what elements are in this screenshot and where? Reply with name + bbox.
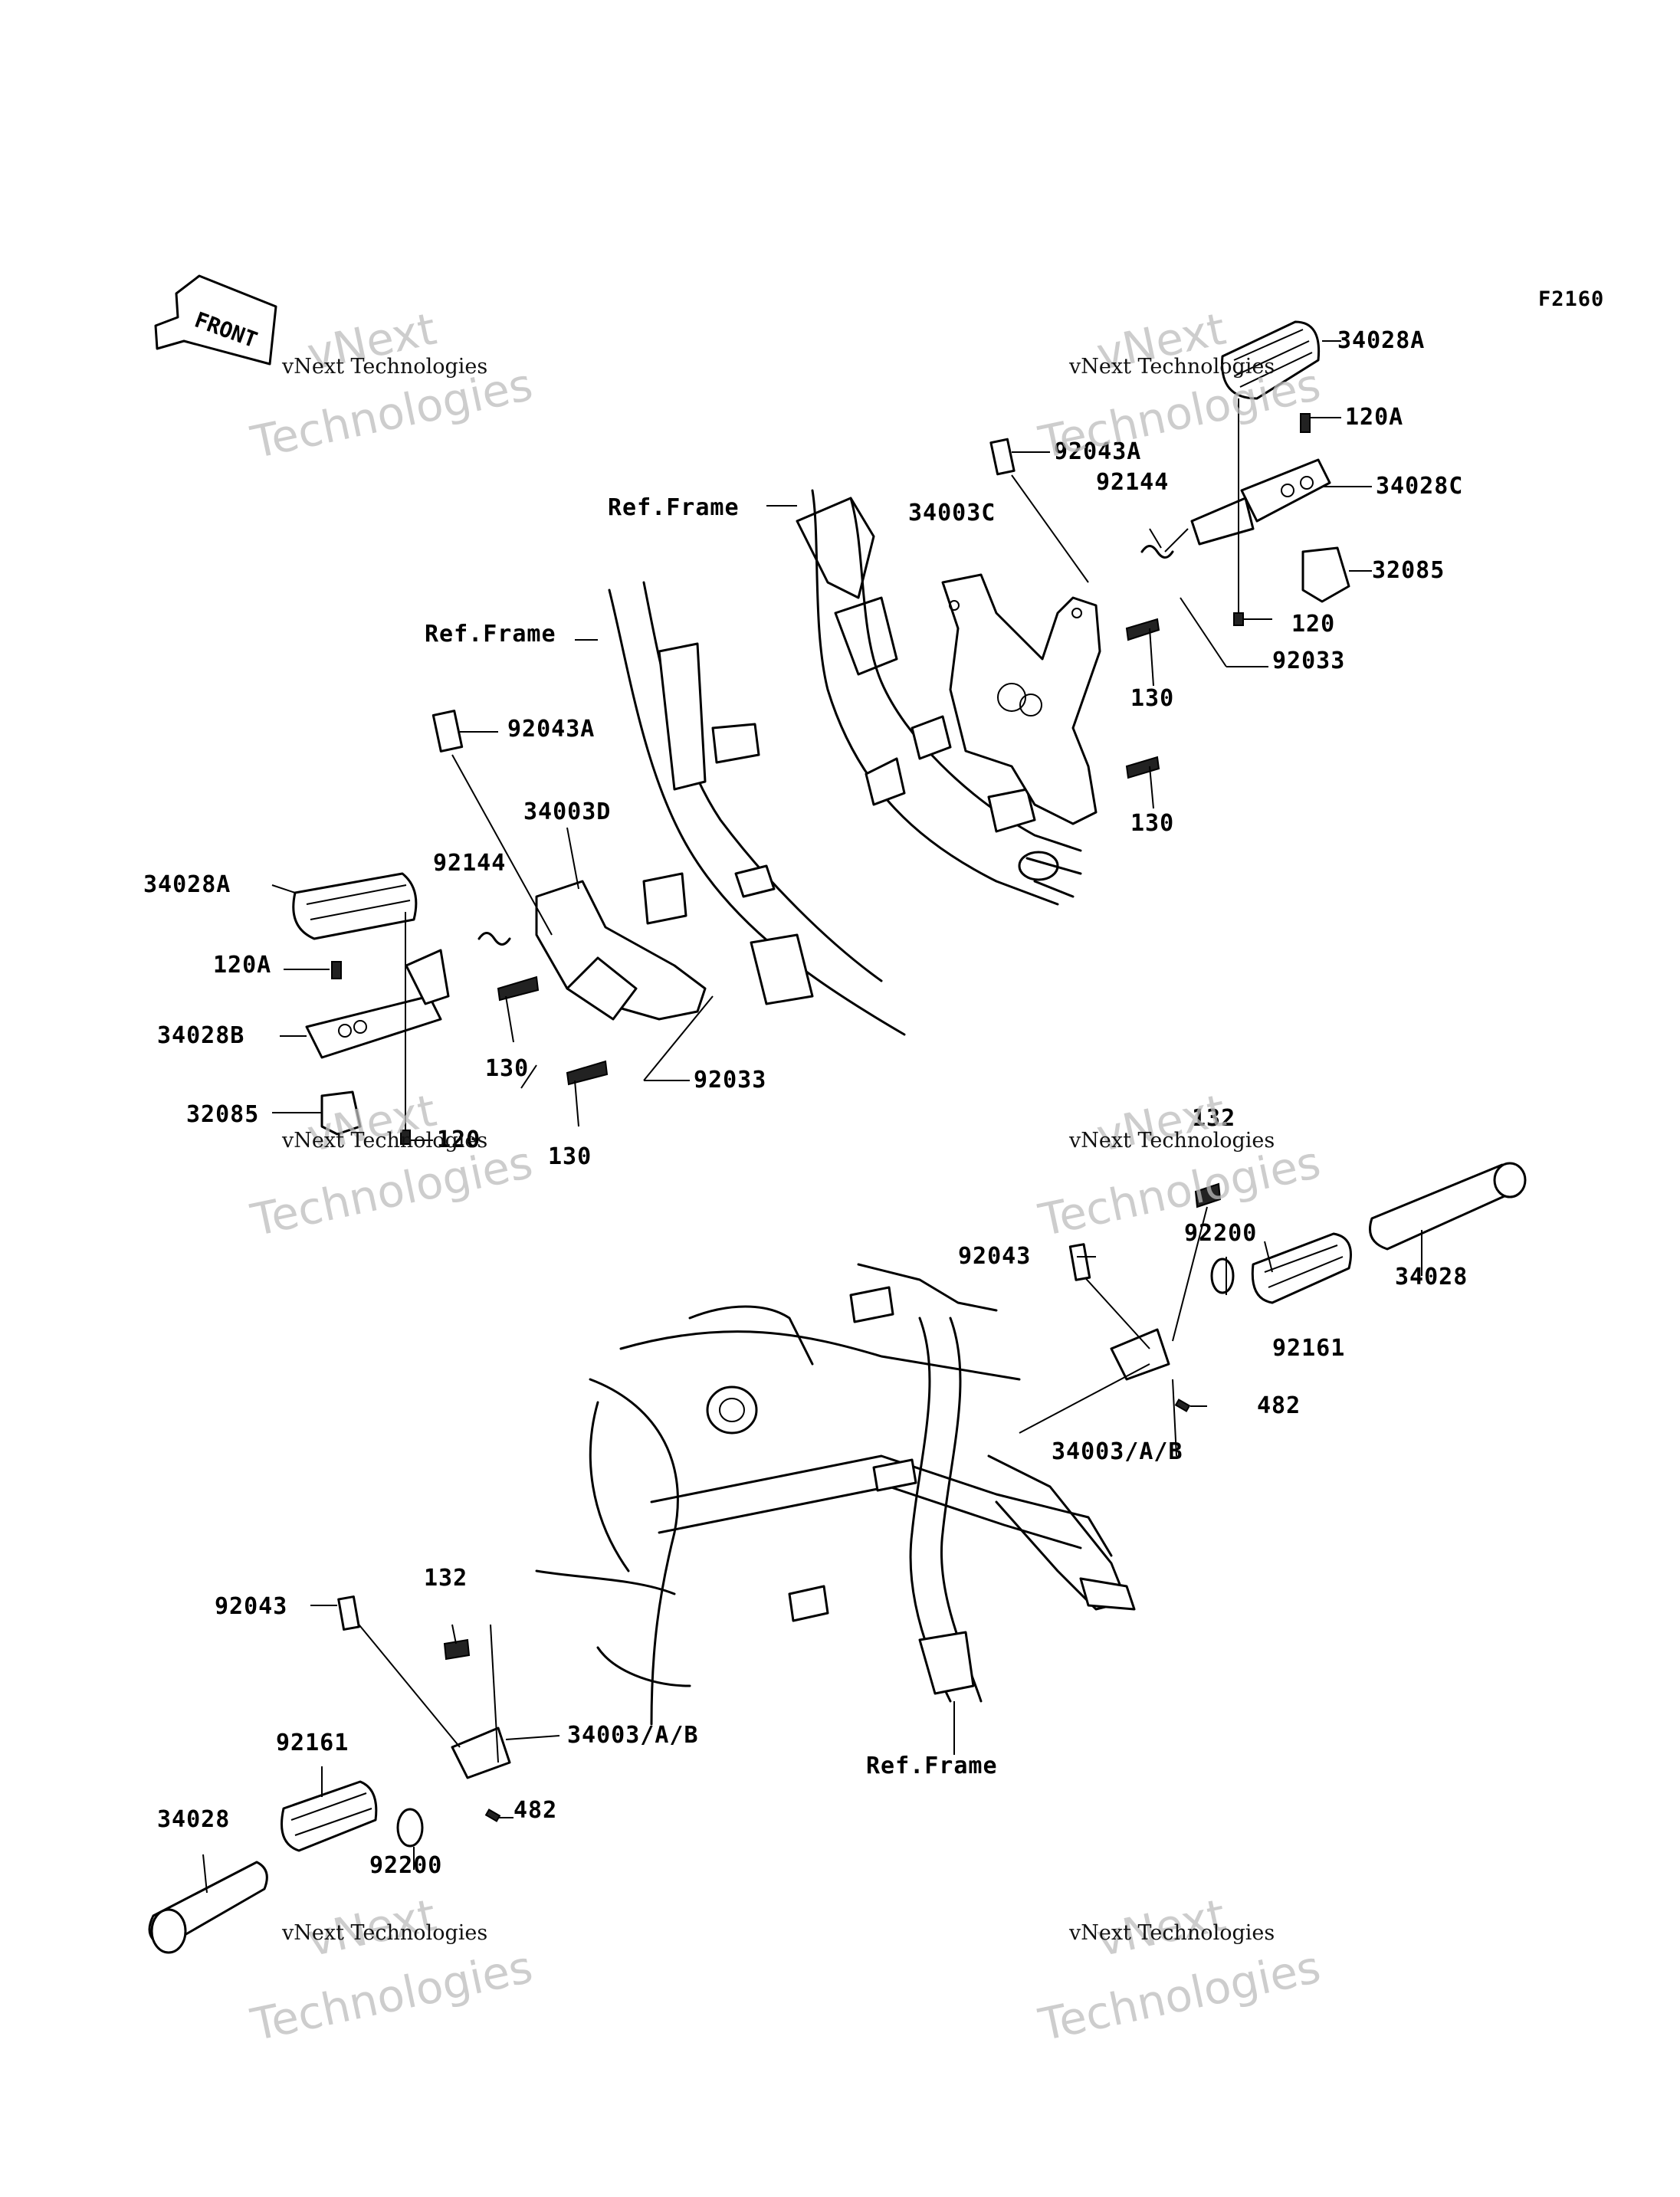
part-92043-left[interactable]: 92043: [215, 1593, 288, 1620]
part-92033-left[interactable]: 92033: [694, 1067, 767, 1094]
part-92043A-left[interactable]: 92043A: [507, 716, 596, 743]
part-92200-left[interactable]: 92200: [369, 1852, 443, 1879]
part-482-left[interactable]: 482: [514, 1797, 558, 1824]
part-120A-right[interactable]: 120A: [1345, 404, 1404, 431]
upper-left-footpeg-assembly: [271, 581, 906, 1145]
part-130-b[interactable]: 130: [1130, 810, 1175, 837]
part-132-left[interactable]: 132: [424, 1565, 468, 1592]
figure-code: F2160: [1538, 287, 1605, 311]
part-34028A-left[interactable]: 34028A: [143, 871, 231, 898]
part-92161-right[interactable]: 92161: [1272, 1335, 1346, 1362]
part-34028B[interactable]: 34028B: [157, 1022, 245, 1049]
part-92200-right[interactable]: 92200: [1184, 1220, 1258, 1247]
part-130-c[interactable]: 130: [485, 1055, 530, 1082]
part-92043-right[interactable]: 92043: [958, 1243, 1032, 1270]
ref-frame-label-1: Ref.Frame: [608, 494, 740, 521]
part-32085-left[interactable]: 32085: [186, 1101, 260, 1128]
front-arrow-icon: FRONT: [154, 274, 277, 366]
part-92161-left[interactable]: 92161: [276, 1730, 349, 1756]
ref-frame-label-3: Ref.Frame: [866, 1753, 998, 1779]
part-34028-right[interactable]: 34028: [1395, 1264, 1468, 1290]
part-34003C[interactable]: 34003C: [908, 500, 996, 526]
part-34003AB-left[interactable]: 34003/A/B: [567, 1722, 699, 1749]
part-132-right[interactable]: 132: [1192, 1105, 1236, 1132]
part-34003AB-right[interactable]: 34003/A/B: [1052, 1438, 1183, 1465]
part-120-right[interactable]: 120: [1291, 611, 1336, 638]
part-120A-left[interactable]: 120A: [213, 952, 272, 979]
lower-frame-assembly: [148, 1162, 1527, 1954]
part-32085-right[interactable]: 32085: [1372, 557, 1445, 584]
part-130-a[interactable]: 130: [1130, 685, 1175, 712]
part-34028A-right[interactable]: 34028A: [1337, 327, 1426, 354]
part-92043A-right[interactable]: 92043A: [1054, 438, 1142, 465]
part-92033-right[interactable]: 92033: [1272, 648, 1346, 674]
part-130-d[interactable]: 130: [548, 1143, 592, 1170]
part-482-right[interactable]: 482: [1257, 1392, 1301, 1419]
part-120-left[interactable]: 120: [437, 1126, 481, 1153]
part-34028C[interactable]: 34028C: [1376, 473, 1464, 500]
part-34028-left[interactable]: 34028: [157, 1806, 231, 1833]
part-34003D[interactable]: 34003D: [523, 798, 612, 825]
part-92144-left[interactable]: 92144: [433, 850, 507, 877]
part-92144-right[interactable]: 92144: [1096, 469, 1170, 496]
upper-right-footpeg-assembly: [766, 320, 1372, 906]
ref-frame-label-2: Ref.Frame: [425, 621, 556, 648]
